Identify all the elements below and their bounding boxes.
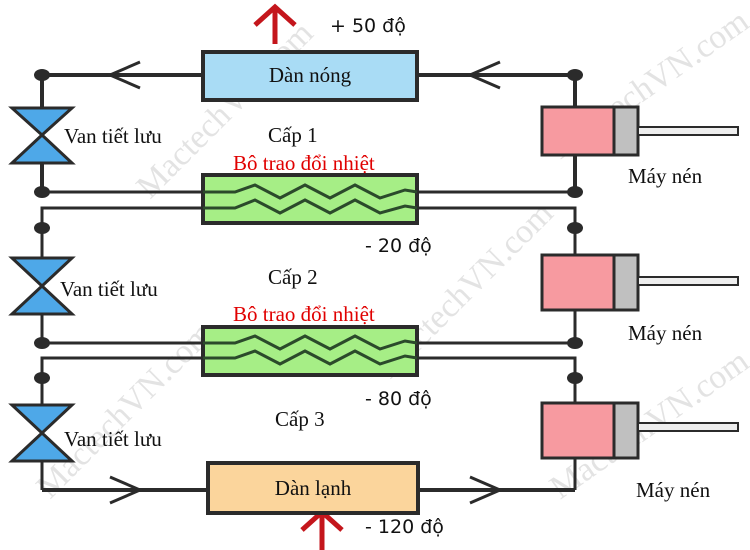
expansion-valve-icon bbox=[8, 106, 76, 165]
evaporator-temperature: - 120 độ bbox=[365, 516, 444, 538]
valve-icons bbox=[8, 106, 76, 463]
compressor-label: Máy nén bbox=[628, 164, 703, 188]
expansion-valve-icon bbox=[8, 403, 76, 463]
heat-exchanger-label: Bô trao đổi nhiệt bbox=[233, 302, 375, 326]
heat-exchanger-1 bbox=[201, 173, 419, 225]
condenser-temperature: + 50 độ bbox=[330, 15, 406, 37]
junction-dots bbox=[34, 69, 583, 384]
heat-in-arrow-icon bbox=[300, 508, 344, 550]
compressor-icon bbox=[540, 401, 739, 460]
stage-temperature: - 20 độ bbox=[365, 235, 432, 257]
flow-arrow-icon bbox=[109, 475, 144, 505]
stage-label: Cấp 1 bbox=[268, 123, 318, 147]
valve-label: Van tiết lưu bbox=[60, 277, 158, 301]
compressor-label: Máy nén bbox=[628, 321, 703, 345]
stage-label: Cấp 3 bbox=[275, 407, 325, 431]
heat-exchanger-2 bbox=[201, 325, 419, 377]
stage-temperature: - 80 độ bbox=[365, 388, 432, 410]
stage-label: Cấp 2 bbox=[268, 265, 318, 289]
compressor-icon bbox=[540, 105, 739, 157]
compressor-icon bbox=[540, 253, 739, 312]
heat-out-arrow-icon bbox=[253, 3, 297, 44]
compressor-icons bbox=[540, 105, 739, 460]
heat-exchanger-label: Bô trao đổi nhiệt bbox=[233, 151, 375, 175]
flow-arrow-icon bbox=[106, 60, 141, 90]
compressor-label: Máy nén bbox=[636, 478, 711, 502]
flow-arrow-icon bbox=[469, 475, 504, 505]
valve-label: Van tiết lưu bbox=[64, 427, 162, 451]
evaporator-box bbox=[206, 461, 420, 515]
condenser-box bbox=[201, 50, 419, 102]
condenser-label: Dàn nóng bbox=[269, 63, 352, 87]
valve-label: Van tiết lưu bbox=[64, 124, 162, 148]
expansion-valve-icon bbox=[8, 256, 76, 316]
flow-arrow-icon bbox=[466, 60, 501, 90]
evaporator-label: Dàn lạnh bbox=[275, 476, 352, 500]
